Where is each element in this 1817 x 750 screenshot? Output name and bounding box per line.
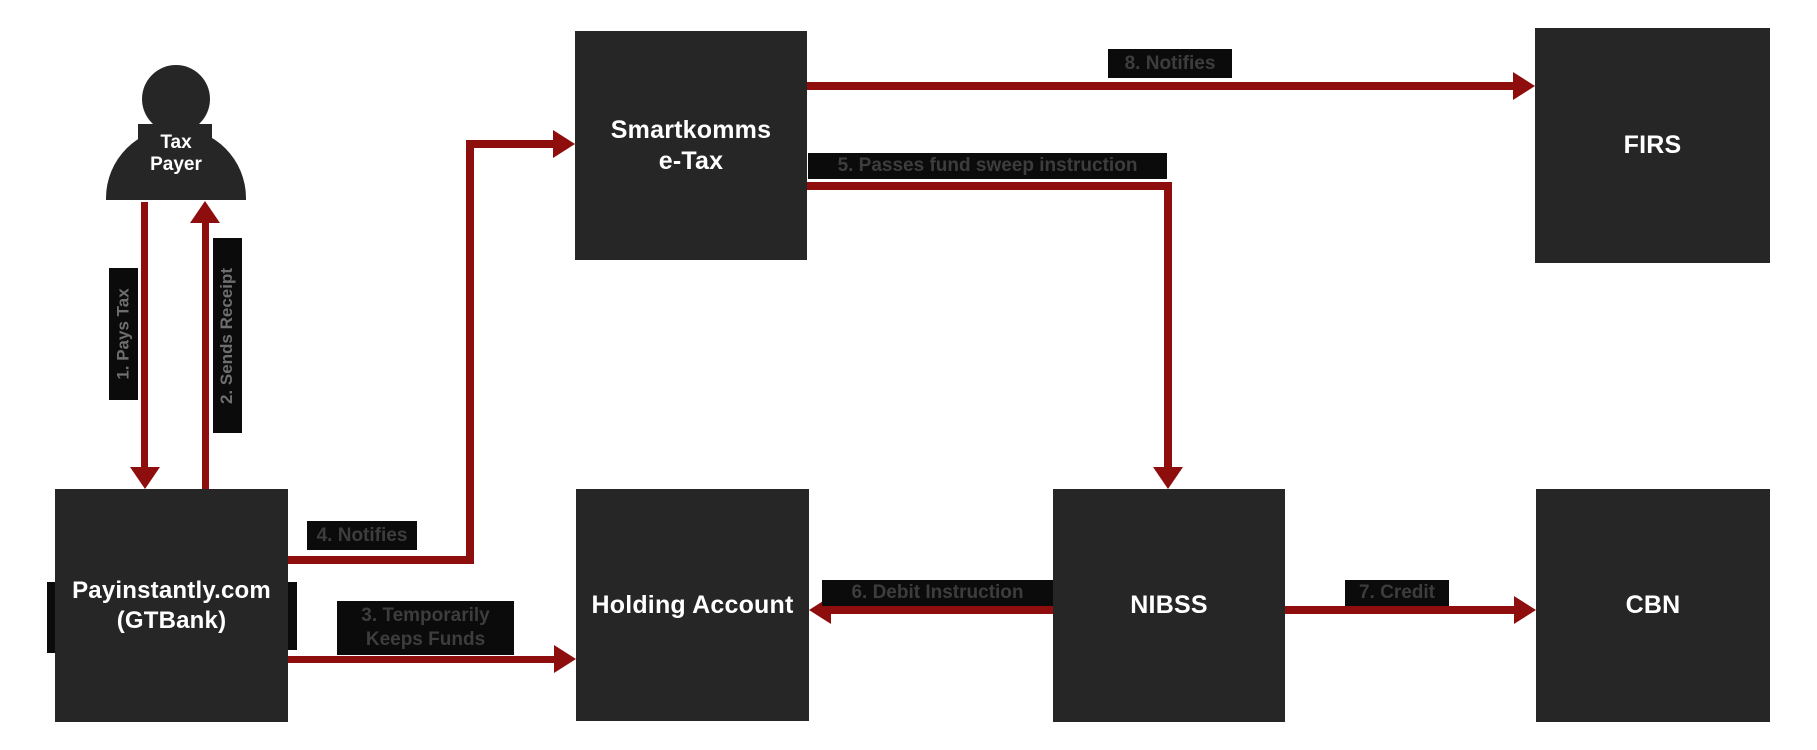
arrow-step4-shaft-vertical xyxy=(466,140,474,564)
node-smartkomms-etax: Smartkomms e-Tax xyxy=(575,31,807,260)
arrow-step2-shaft xyxy=(202,222,209,489)
payinstantly-left-tab xyxy=(47,582,55,653)
smartkomms-label-line2: e-Tax xyxy=(658,146,724,175)
label-step2-text: 2. Sends Receipt xyxy=(217,267,237,404)
label-step1-text: 1. Pays Tax xyxy=(113,288,133,380)
label-step5: 5. Passes fund sweep instruction xyxy=(808,153,1167,179)
node-firs: FIRS xyxy=(1535,28,1770,263)
arrow-step3-shaft xyxy=(288,656,555,663)
node-cbn: CBN xyxy=(1536,489,1770,722)
label-step6-text: 6. Debit Instruction xyxy=(851,582,1024,604)
arrow-step5-shaft-vertical xyxy=(1164,182,1172,468)
holding-account-label: Holding Account xyxy=(591,590,794,619)
label-step5-text: 5. Passes fund sweep instruction xyxy=(837,155,1138,177)
label-step8: 8. Notifies xyxy=(1108,49,1232,78)
tax-payer-label-line2: Payer xyxy=(150,154,202,175)
label-step8-text: 8. Notifies xyxy=(1124,52,1216,74)
arrow-step4-head-icon xyxy=(553,130,575,158)
label-step3: 3. Temporarily Keeps Funds xyxy=(337,601,514,655)
tax-payer-head-icon xyxy=(142,65,210,133)
label-step7: 7. Credit xyxy=(1345,580,1449,606)
label-step3-line1: 3. Temporarily xyxy=(361,605,490,627)
tax-payer-label-line1: Tax xyxy=(160,132,192,153)
label-step3-line2: Keeps Funds xyxy=(365,629,486,650)
arrow-step1-shaft xyxy=(141,202,148,468)
arrow-step1-head-icon xyxy=(130,467,160,489)
label-step4-text: 4. Notifies xyxy=(316,524,408,546)
nibss-label: NIBSS xyxy=(1130,591,1208,620)
node-holding-account: Holding Account xyxy=(576,489,809,721)
arrow-step8-shaft xyxy=(807,82,1514,90)
payinstantly-label-line1: Payinstantly.com xyxy=(72,577,271,605)
arrow-step4-shaft-bottom xyxy=(288,556,474,564)
label-step1: 1. Pays Tax xyxy=(109,268,138,400)
label-step4: 4. Notifies xyxy=(307,521,417,550)
smartkomms-label-line1: Smartkomms xyxy=(610,116,772,144)
node-tax-payer-label: Tax Payer xyxy=(106,132,246,176)
arrow-step3-head-icon xyxy=(554,645,576,673)
node-payinstantly: Payinstantly.com (GTBank) xyxy=(55,489,288,722)
cbn-label: CBN xyxy=(1625,591,1681,620)
arrow-step2-head-icon xyxy=(190,201,220,223)
arrow-step7-head-icon xyxy=(1514,596,1536,624)
payinstantly-label-line2: (GTBank) xyxy=(116,606,227,634)
arrow-step8-head-icon xyxy=(1513,72,1535,100)
node-nibss: NIBSS xyxy=(1053,489,1285,722)
arrow-step5-shaft-horizontal xyxy=(807,182,1172,190)
label-step2: 2. Sends Receipt xyxy=(213,238,242,433)
label-step6: 6. Debit Instruction xyxy=(822,580,1053,606)
arrow-step7-shaft xyxy=(1285,606,1515,614)
payinstantly-right-tab xyxy=(288,582,297,650)
arrow-step4-shaft-top xyxy=(466,140,554,148)
firs-label: FIRS xyxy=(1623,131,1682,160)
label-step7-text: 7. Credit xyxy=(1358,582,1436,604)
arrow-step6-shaft xyxy=(830,606,1053,614)
arrow-step5-head-icon xyxy=(1153,467,1183,489)
